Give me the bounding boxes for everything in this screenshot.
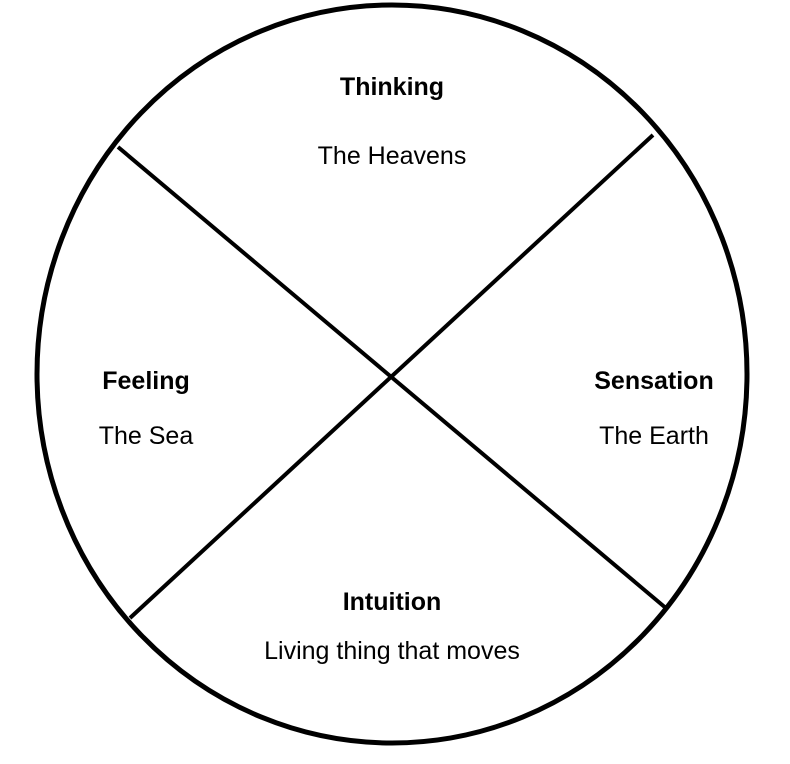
quadrant-subtitle-living-thing: Living thing that moves xyxy=(264,637,520,665)
quadrant-subtitle-sea: The Sea xyxy=(99,422,194,450)
quadrant-title-sensation: Sensation xyxy=(594,367,713,395)
quadrant-title-thinking: Thinking xyxy=(340,73,444,101)
quadrant-title-feeling: Feeling xyxy=(102,367,190,395)
outer-circle xyxy=(34,2,750,746)
quadrant-subtitle-heavens: The Heavens xyxy=(318,142,467,170)
divider-line-ascending xyxy=(128,133,655,620)
quadrant-subtitle-earth: The Earth xyxy=(599,422,709,450)
quadrant-title-intuition: Intuition xyxy=(343,588,442,616)
